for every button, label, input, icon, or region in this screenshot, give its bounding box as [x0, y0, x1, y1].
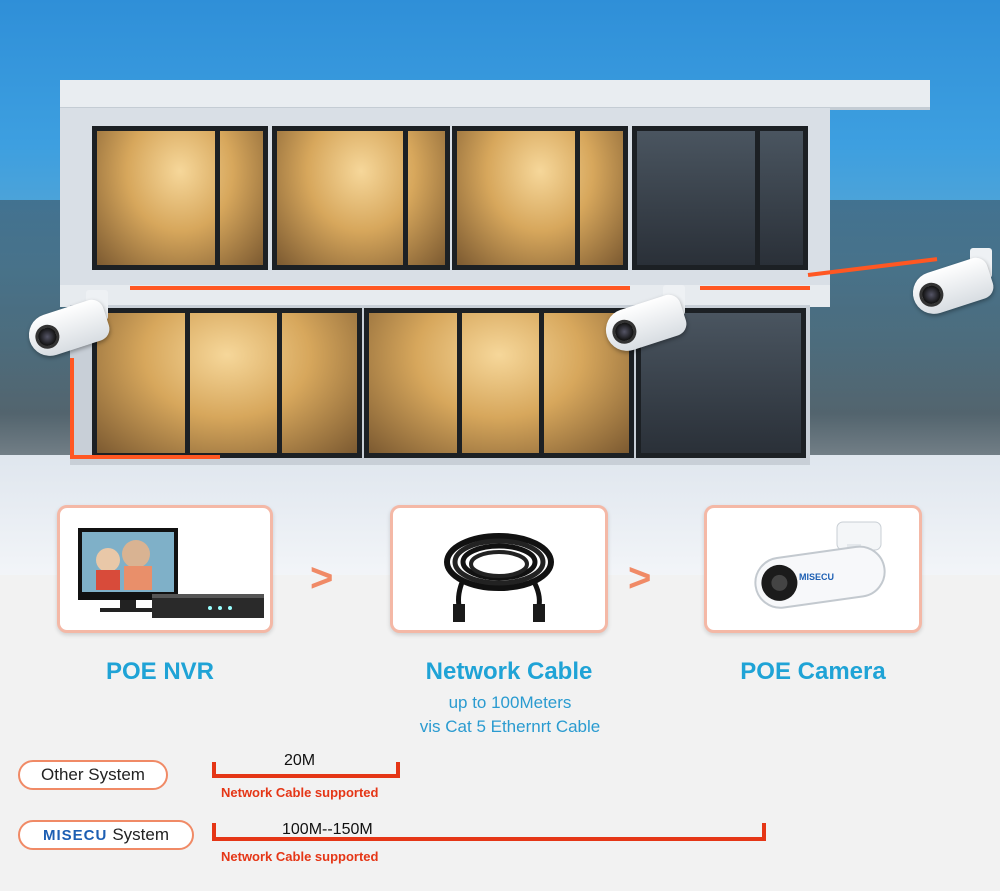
misecu-supported-note: Network Cable supported [221, 849, 379, 864]
network-cable-icon [444, 533, 554, 622]
misecu-system-pill: MISECU System [18, 820, 194, 850]
other-range-bracket [212, 762, 400, 778]
bullet-camera-icon: MISECU [754, 521, 886, 609]
nvr-monitor-icon [78, 528, 264, 618]
flow-arrow-2: > [628, 556, 652, 600]
other-supported-note: Network Cable supported [221, 785, 379, 800]
upper-window-4 [632, 126, 808, 270]
upper-window-3 [452, 126, 628, 270]
cable-run-down [70, 358, 74, 458]
camera-right [907, 248, 1000, 320]
misecu-system-label: System [112, 825, 170, 844]
house-floor-band [60, 285, 830, 307]
cable-title: Network Cable [425, 658, 593, 685]
cable-run-right [700, 286, 810, 290]
other-distance: 20M [284, 752, 316, 769]
camera-title: POE Camera [740, 658, 886, 685]
misecu-range-bracket [212, 823, 766, 841]
lower-window-1 [92, 308, 362, 458]
misecu-logo: MISECU [42, 826, 108, 844]
cable-run-ground [70, 455, 220, 459]
camera-card: MISECU [704, 505, 922, 633]
cable-distance-note: up to 100Meters [448, 693, 572, 712]
flow-arrow-1: > [310, 556, 334, 600]
nvr-title: POE NVR [105, 658, 215, 685]
cable-type-note: vis Cat 5 Ethernrt Cable [419, 717, 601, 736]
house-roof [60, 80, 930, 110]
cable-card [390, 505, 608, 633]
camera-brand-mark: MISECU [799, 572, 834, 582]
misecu-distance: 100M--150M [282, 821, 373, 838]
lower-window-2 [364, 308, 634, 458]
upper-window-2 [272, 126, 450, 270]
camera-left [23, 290, 118, 362]
other-system-pill: Other System [18, 760, 168, 790]
cable-run-main [130, 286, 630, 290]
camera-center [600, 285, 695, 357]
other-system-label: Other System [41, 765, 145, 784]
upper-window-1 [92, 126, 268, 270]
nvr-card [57, 505, 273, 633]
house-photo [0, 0, 1000, 575]
